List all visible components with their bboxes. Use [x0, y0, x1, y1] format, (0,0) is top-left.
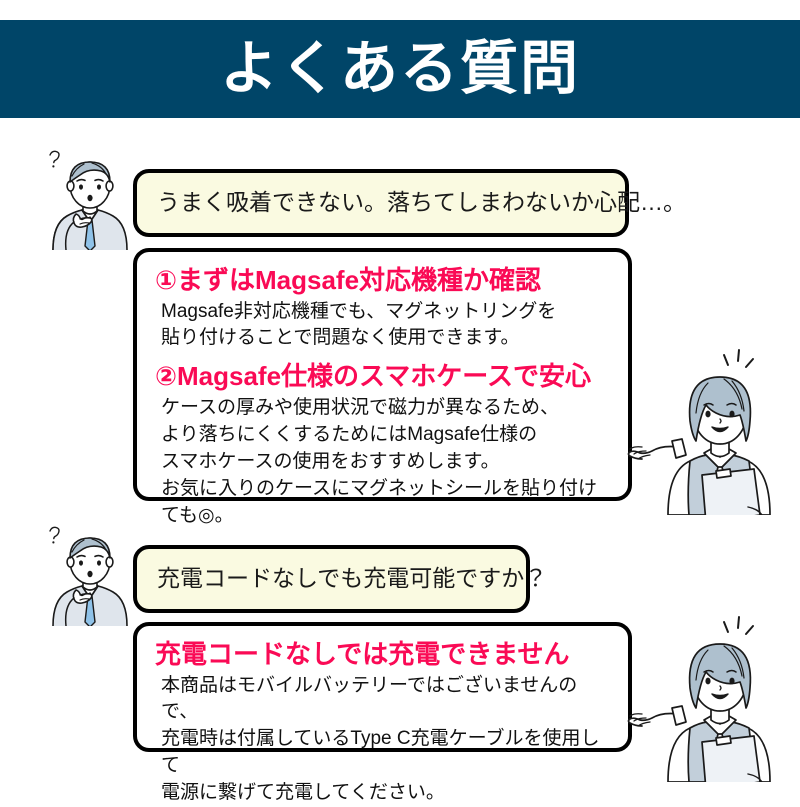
faq-2-responder-avatar — [620, 602, 800, 782]
page-header-banner: よくある質問 — [0, 20, 800, 118]
faq-1-answer-body-1: Magsafe非対応機種でも、マグネットリングを 貼り付けることで問題なく使用で… — [161, 299, 610, 353]
faq-1-answer-heading-2: ②Magsafe仕様のスマホケースで安心 — [155, 360, 610, 393]
smiling-woman-presenting-icon — [620, 335, 800, 515]
faq-1-question-bubble: うまく吸着できない。落ちてしまわないか心配…。 — [133, 169, 629, 237]
faq-1-answer-heading-1: ①まずはMagsafe対応機種か確認 — [155, 264, 610, 297]
thinking-man-icon — [30, 516, 135, 626]
page-title: よくある質問 — [220, 40, 580, 98]
faq-2-answer-body-1: 本商品はモバイルバッテリーではございませんので、 充電時は付属しているType … — [161, 673, 610, 807]
faq-2-answer-box: 充電コードなしでは充電できません 本商品はモバイルバッテリーではございませんので… — [133, 622, 632, 752]
thinking-man-icon — [30, 140, 135, 250]
faq-2-question-bubble: 充電コードなしでも充電可能ですか？ — [133, 545, 530, 613]
faq-1-question-text: うまく吸着できない。落ちてしまわないか心配…。 — [157, 188, 686, 218]
faq-2-question-text: 充電コードなしでも充電可能ですか？ — [157, 564, 547, 594]
smiling-woman-presenting-icon — [620, 602, 800, 782]
faq-1-asker-avatar — [30, 140, 135, 250]
faq-1-answer-box: ①まずはMagsafe対応機種か確認 Magsafe非対応機種でも、マグネットリ… — [133, 248, 632, 501]
faq-2-asker-avatar — [30, 516, 135, 626]
faq-2-answer-heading-1: 充電コードなしでは充電できません — [155, 638, 610, 671]
faq-1-answer-body-2: ケースの厚みや使用状況で磁力が異なるため、 より落ちにくくするためにはMagsa… — [161, 395, 610, 530]
faq-1-responder-avatar — [620, 335, 800, 515]
